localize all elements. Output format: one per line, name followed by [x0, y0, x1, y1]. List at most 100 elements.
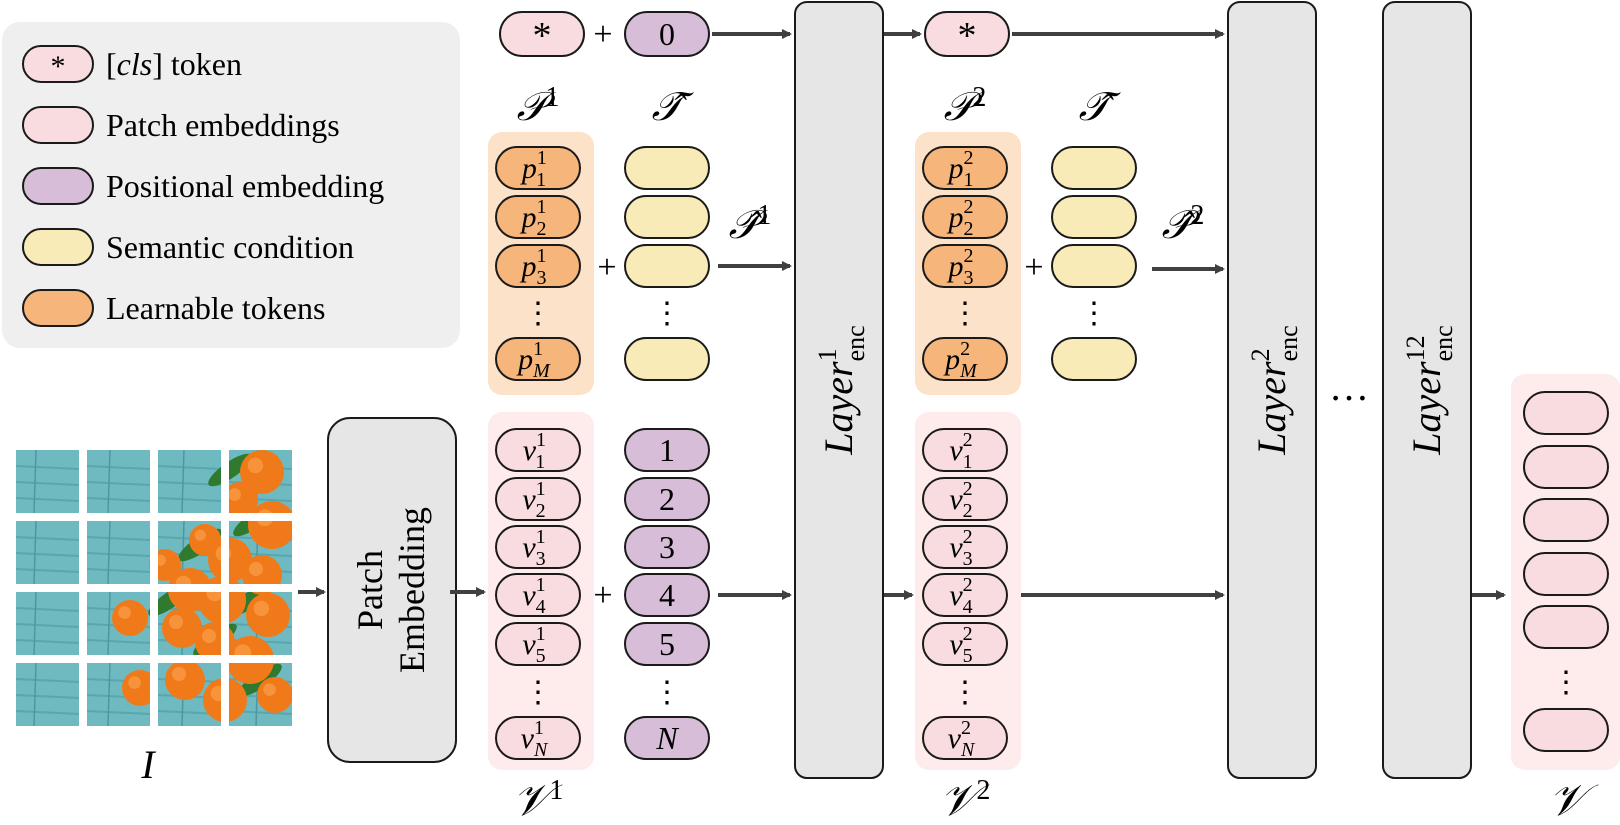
- visual-set-2-label: 𝒱2: [940, 775, 991, 825]
- image-patch: [15, 449, 80, 514]
- layer2-visual-token: [922, 573, 1008, 617]
- layer1-visual-token: [495, 573, 581, 617]
- encoder-layer-2: Layer2enc: [1227, 1, 1317, 779]
- output-token: [1523, 498, 1609, 542]
- layer2-visual-token: [922, 428, 1008, 472]
- layer2-visual-token: [922, 525, 1008, 569]
- position-embedding: [624, 622, 710, 666]
- legend-swatch: [22, 289, 94, 327]
- legend-item-label: Positional embedding: [106, 168, 384, 204]
- cls-positional-embedding: [624, 11, 710, 57]
- layer1-prompt-dots: ⋮: [523, 297, 553, 330]
- cls-token-out-1-symbol: *: [958, 15, 977, 57]
- encoder-layer-12-label: Layer12enc: [1401, 325, 1458, 455]
- layer2-semantic-dots: ⋮: [1079, 297, 1109, 330]
- legend-item: Semantic condition: [22, 228, 354, 266]
- position-embedding-value: 1: [659, 432, 675, 468]
- legend-item-label: Patch embeddings: [106, 107, 340, 143]
- cls-positional-value: 0: [659, 16, 675, 52]
- legend-background: [2, 22, 460, 348]
- position-embedding-value: N: [655, 720, 679, 756]
- legend-item-label: Semantic condition: [106, 229, 354, 265]
- position-embedding: [624, 428, 710, 472]
- output-dots: ⋮: [1551, 666, 1581, 699]
- output-label: 𝒱: [1549, 776, 1599, 825]
- input-image-patches: [15, 449, 293, 727]
- patch-embedding-line2: Embedding: [392, 507, 432, 673]
- legend-swatch: [22, 228, 94, 266]
- layer2-semantic-token: [1051, 244, 1137, 288]
- position-embedding: [624, 716, 710, 760]
- layer2-semantic-token: [1051, 195, 1137, 239]
- layer2-visual-token: [922, 477, 1008, 521]
- position-dots: ⋮: [652, 676, 682, 709]
- layer2-prompt-token: [922, 195, 1008, 239]
- image-patch: [15, 662, 80, 727]
- patch-embedding-block: Patch Embedding: [327, 417, 457, 763]
- layer1-semantic-token: [624, 337, 710, 381]
- layer1-semantic-token: [624, 195, 710, 239]
- layer1-prompt-token: [495, 146, 581, 190]
- arrows: [298, 29, 1506, 600]
- visual-set-1-label: 𝒱1: [513, 775, 564, 825]
- position-embedding: [624, 477, 710, 521]
- patch-embedding-line1: Patch: [350, 550, 390, 630]
- conditioned-prompt-2-label: 𝒫̂2: [1162, 200, 1205, 247]
- position-embedding: [624, 573, 710, 617]
- layer1-visual-token: [495, 716, 581, 760]
- encoder-layer-2-label: Layer2enc: [1246, 325, 1303, 455]
- plus-sign-visual-1: +: [593, 577, 612, 614]
- layer2-visual-token: [922, 622, 1008, 666]
- prompt-set-2-label: 𝒫2: [944, 82, 987, 129]
- layer1-semantic-dots: ⋮: [652, 297, 682, 330]
- layer2-visual-dots: ⋮: [950, 676, 980, 709]
- legend-swatch-symbol: *: [51, 50, 66, 83]
- layer2-prompt-token: [922, 146, 1008, 190]
- layer1-prompt-token: [495, 195, 581, 239]
- layer1-semantic-token: [624, 244, 710, 288]
- layer2-visual-token: [922, 716, 1008, 760]
- position-embedding-value: 3: [659, 529, 675, 565]
- layer1-visual-token: [495, 525, 581, 569]
- output-token: [1523, 552, 1609, 596]
- output-token: [1523, 708, 1609, 752]
- layer2-semantic-token: [1051, 337, 1137, 381]
- legend-item-label: Learnable tokens: [106, 290, 325, 326]
- encoder-layer-1-label: Layer1enc: [813, 325, 870, 455]
- plus-sign-prompt-1: +: [597, 249, 616, 286]
- image-patch: [157, 449, 222, 514]
- cls-token-out-1: [924, 11, 1010, 57]
- legend-swatch: [22, 106, 94, 144]
- cls-token-row: * + 0 *: [499, 11, 1010, 57]
- cls-token-symbol: *: [533, 15, 552, 57]
- layer2-prompt-token: [922, 337, 1008, 381]
- output-token: [1523, 605, 1609, 649]
- position-embedding-value: 4: [659, 577, 675, 613]
- legend-item: Learnable tokens: [22, 289, 325, 327]
- semantic-condition-label-1: 𝒯̂: [652, 84, 695, 129]
- legend-item: *[cls] token: [22, 45, 242, 83]
- image-patch: [15, 591, 80, 656]
- semantic-condition-label-2: 𝒯̂: [1079, 84, 1122, 129]
- encoder-layer-12: Layer12enc: [1382, 1, 1472, 779]
- position-embedding: [624, 525, 710, 569]
- layer1-prompt-token: [495, 337, 581, 381]
- layers-ellipsis: …: [1329, 364, 1369, 409]
- position-embedding-value: 5: [659, 626, 675, 662]
- layer2-semantic-token: [1051, 146, 1137, 190]
